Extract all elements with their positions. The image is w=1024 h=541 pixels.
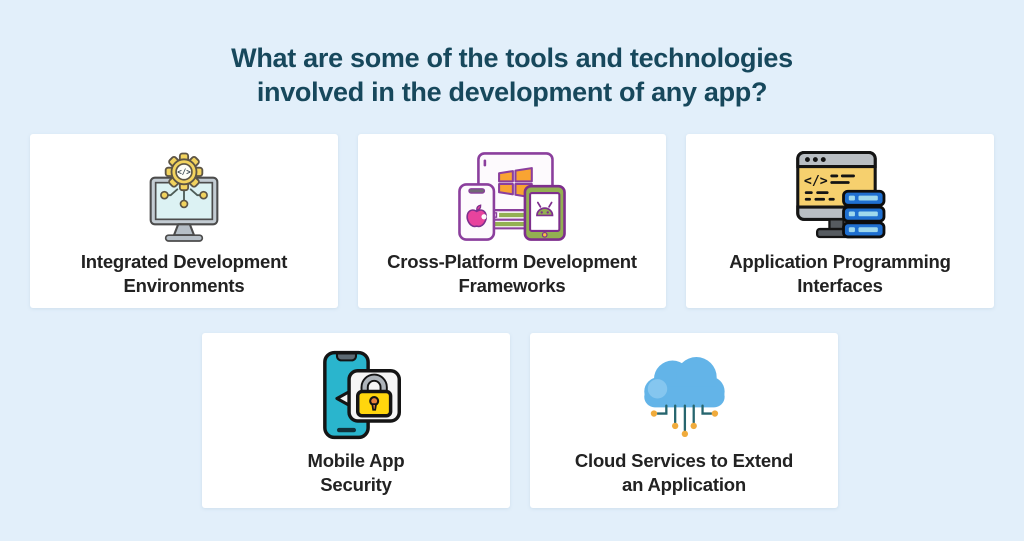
phone-padlock-icon	[304, 346, 408, 444]
page-title-line1: What are some of the tools and technolog…	[231, 43, 793, 73]
card-cross-platform-development-frameworks: Cross-Platform Development Frameworks	[358, 134, 666, 308]
card-application-programming-interfaces: </>	[686, 134, 994, 308]
card-cloud-services: Cloud Services to Extend an Application	[530, 333, 838, 508]
card-label: Cloud Services to Extend an Application	[575, 449, 793, 497]
page-title-line2: involved in the development of any app?	[256, 77, 768, 107]
card-label-line1: Cloud Services to Extend	[574, 450, 794, 471]
cloud-circuit-icon	[631, 346, 737, 444]
code-window-server-icon: </>	[787, 147, 893, 245]
multi-device-platforms-icon	[456, 147, 568, 245]
card-integrated-development-environments: </> Integrated Development Environments	[30, 134, 338, 308]
svg-text:</>: </>	[177, 168, 191, 177]
card-label: Cross-Platform Development Frameworks	[387, 250, 637, 298]
card-label-line2: Security	[320, 474, 392, 495]
card-label-line1: Application Programming	[729, 251, 951, 272]
svg-text:</>: </>	[804, 174, 828, 189]
card-label: Integrated Development Environments	[80, 250, 288, 298]
card-label-line1: Cross-Platform Development	[387, 251, 637, 272]
ide-monitor-gear-icon: </>	[134, 147, 234, 245]
card-label-line2: Frameworks	[458, 275, 566, 296]
card-label-line1: Integrated Development	[80, 251, 288, 272]
page-title: What are some of the tools and technolog…	[0, 41, 1024, 109]
card-label: Application Programming Interfaces	[729, 250, 951, 298]
card-mobile-app-security: Mobile App Security	[202, 333, 510, 508]
card-label-line1: Mobile App	[307, 450, 405, 471]
card-label: Mobile App Security	[308, 449, 405, 497]
card-label-line2: an Application	[622, 474, 746, 495]
card-label-line2: Interfaces	[797, 275, 883, 296]
card-label-line2: Environments	[123, 275, 245, 296]
